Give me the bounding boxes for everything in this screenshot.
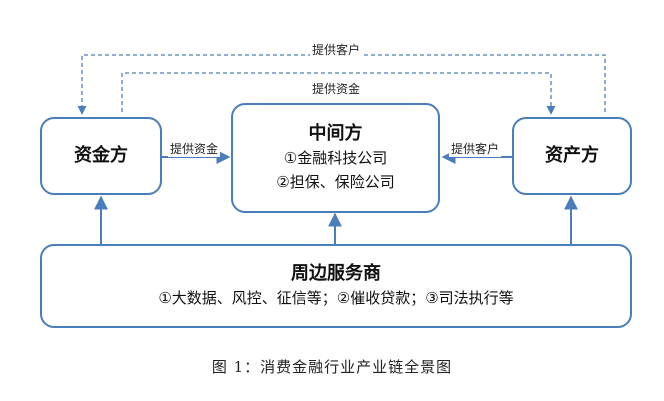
node-middle-line1: ①金融科技公司 (283, 149, 388, 167)
node-middle: 中间方 ①金融科技公司 ②担保、保险公司 (231, 103, 440, 213)
dashed-arrow-inner (121, 72, 556, 115)
node-middle-line2: ②担保、保险公司 (276, 173, 395, 191)
node-capital: 资金方 (40, 117, 162, 195)
edge-label-top-outer: 提供客户 (310, 41, 363, 58)
node-capital-title: 资金方 (74, 145, 128, 166)
figure-caption: 图 1：消费金融行业产业链全景图 (211, 358, 453, 376)
node-middle-title: 中间方 (308, 123, 363, 144)
node-services-line1: ①大数据、风控、征信等；②催收贷款；③司法执行等 (158, 289, 514, 307)
edge-label-right: 提供客户 (449, 140, 502, 157)
node-services: 周边服务商 ①大数据、风控、征信等；②催收贷款；③司法执行等 (40, 244, 632, 328)
edge-label-left: 提供资金 (168, 140, 221, 157)
edge-label-top-inner: 提供资金 (310, 80, 363, 97)
node-asset-title: 资产方 (545, 145, 599, 166)
node-asset: 资产方 (512, 117, 632, 195)
node-services-title: 周边服务商 (291, 263, 381, 284)
